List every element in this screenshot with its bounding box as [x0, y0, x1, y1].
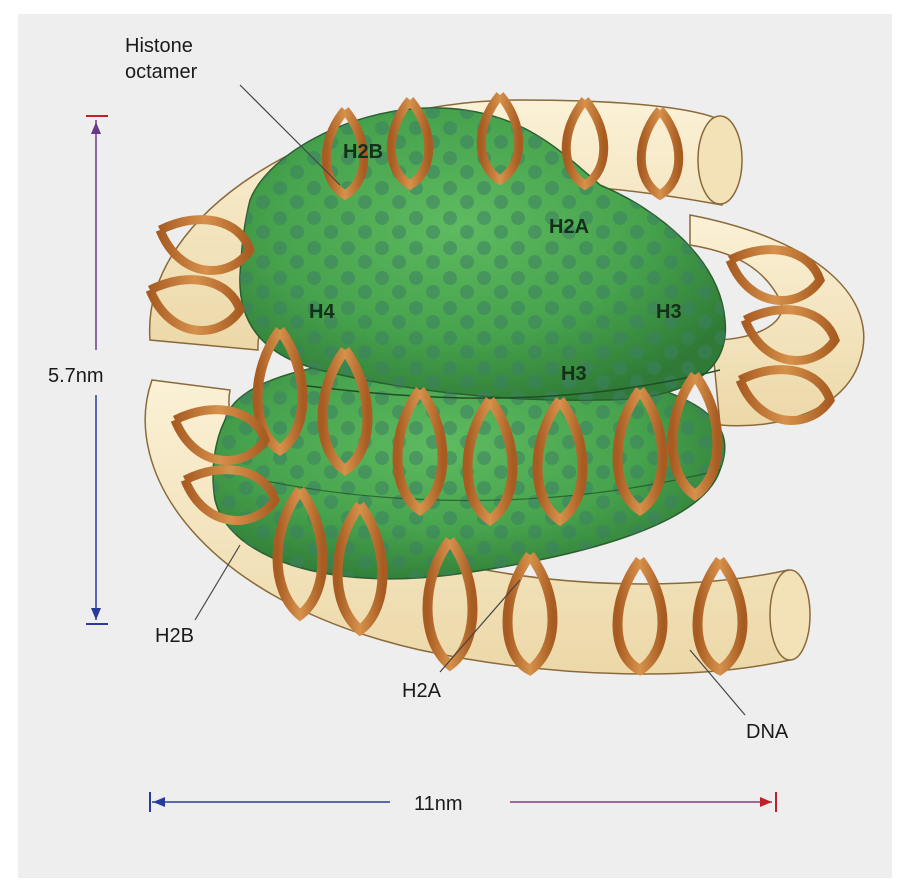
label-height: 5.7nm [48, 365, 104, 387]
label-h2b-bottom: H2B [155, 625, 194, 647]
label-h2a-top: H2A [549, 216, 589, 238]
label-h3-right: H3 [656, 301, 682, 323]
label-histone-octamer-line2: octamer [125, 61, 198, 83]
width-dimension [150, 792, 776, 812]
label-histone-octamer-line1: Histone [125, 35, 193, 57]
label-h4: H4 [309, 301, 335, 323]
label-h2a-bottom: H2A [402, 680, 442, 702]
label-width: 11nm [414, 793, 463, 815]
label-h2b-top: H2B [343, 141, 383, 163]
label-dna: DNA [746, 721, 789, 743]
label-h3-front: H3 [561, 363, 587, 385]
